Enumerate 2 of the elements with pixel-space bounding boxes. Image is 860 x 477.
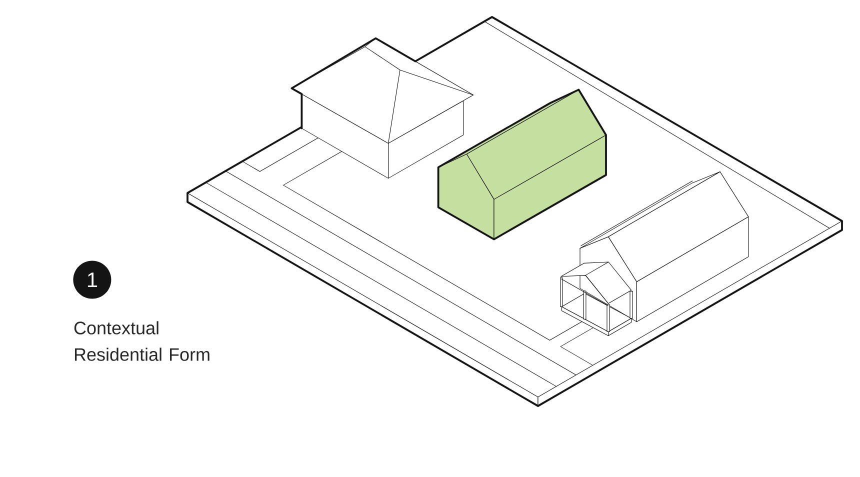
callout-number: 1 <box>73 260 112 299</box>
caption: Contextual Residential Form <box>74 321 210 361</box>
